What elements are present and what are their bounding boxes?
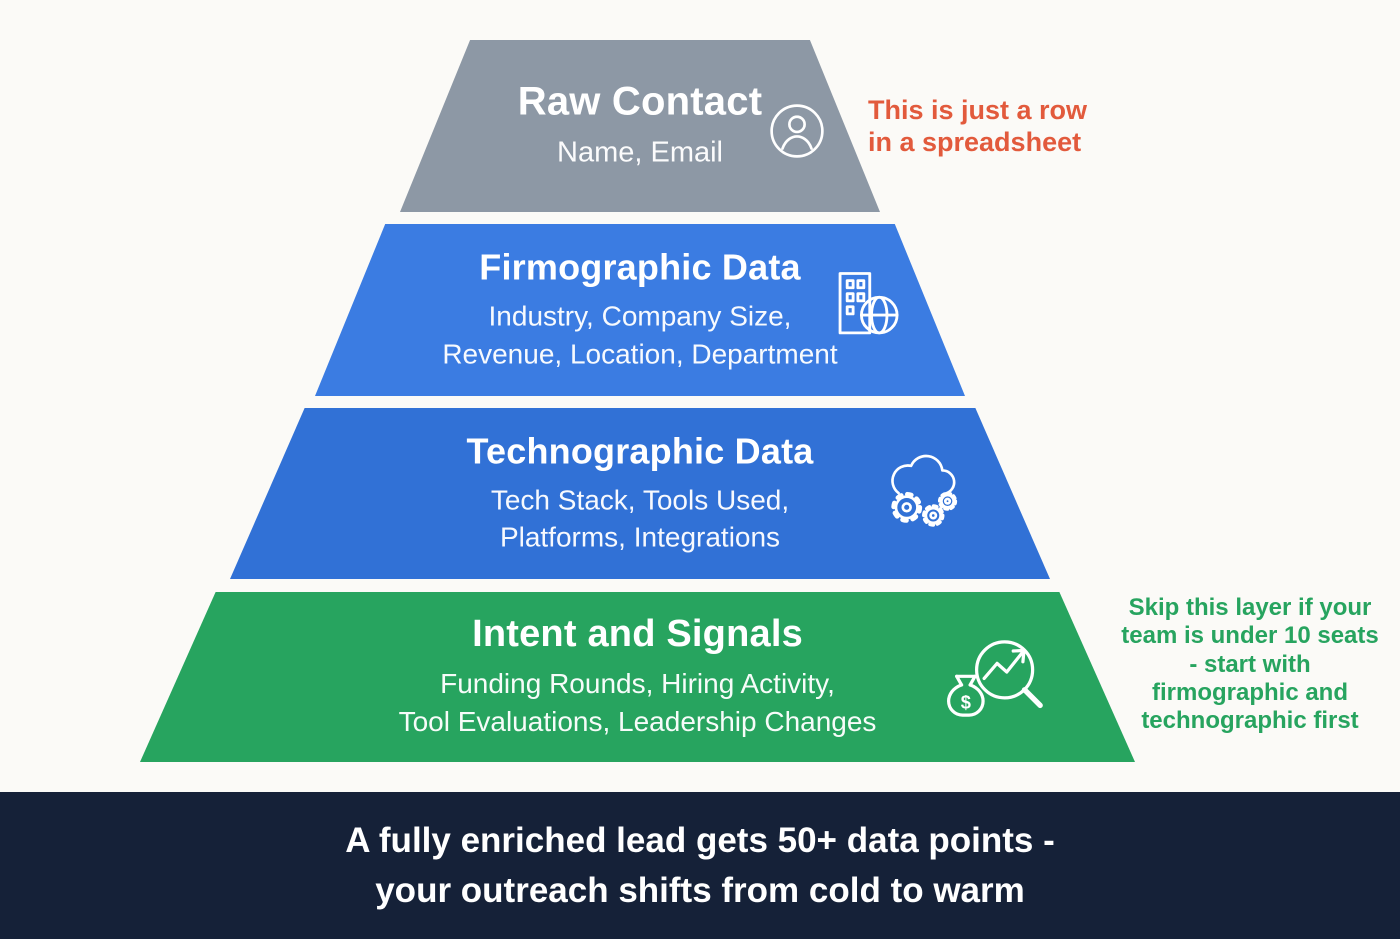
layer-title: Intent and Signals [472,613,803,656]
layer-subtitle: Funding Rounds, Hiring Activity, [440,668,835,700]
building-globe-icon [838,272,899,335]
layer-subtitle: Platforms, Integrations [499,522,781,553]
annotation-line: This is just a row [868,95,1088,125]
layer-text-firmographic: Firmographic Data Industry, Company Size… [315,247,965,374]
money-chart-magnifier-icon: $ [947,640,1043,717]
skip-layer-annotation: Skip this layer if your team is under 10… [1108,594,1392,736]
layer-title: Technographic Data [466,430,814,472]
layer-subtitle: Tech Stack, Tools Used, [490,484,790,516]
annotation-line: in a spreadsheet [868,127,1082,158]
layer-title: Raw Contact [517,79,763,124]
annotation-line: firmographic and [1151,678,1349,706]
footer-line: A fully enriched lead gets 50+ data poin… [345,820,1055,860]
annotation-line: team is under 10 seats [1121,622,1379,650]
footer-line: your outreach shifts from cold to warm [375,870,1025,910]
layer-text-intent-signals: Intent and Signals Funding Rounds, Hirin… [140,613,1135,741]
pyramid-layer-intent-signals: Intent and Signals Funding Rounds, Hirin… [140,592,1135,762]
layer-text-raw-contact: Raw Contact Name, Email [400,79,880,172]
layer-subtitle: Name, Email [557,136,723,169]
person-icon [770,104,824,158]
layer-subtitle: Tool Evaluations, Leadership Changes [398,706,877,737]
pyramid-layer-technographic: Technographic Data Tech Stack, Tools Use… [230,408,1050,579]
annotation-line: technographic first [1141,707,1359,735]
pyramid-layer-firmographic: Firmographic Data Industry, Company Size… [315,224,965,396]
layer-title: Firmographic Data [479,246,801,288]
cloud-gears-icon [891,454,958,527]
annotation-line: Skip this layer if your [1128,594,1372,621]
layer-subtitle: Revenue, Location, Department [442,338,838,370]
layer-subtitle: Industry, Company Size, [488,300,792,332]
footer-banner: A fully enriched lead gets 50+ data poin… [0,792,1400,939]
pyramid-layer-raw-contact: Raw Contact Name, Email [400,40,880,212]
annotation-line: - start with [1189,650,1311,678]
layer-text-technographic: Technographic Data Tech Stack, Tools Use… [230,430,1050,557]
dollar-glyph: $ [961,692,971,713]
spreadsheet-annotation: This is just a row in a spreadsheet [868,94,1108,159]
